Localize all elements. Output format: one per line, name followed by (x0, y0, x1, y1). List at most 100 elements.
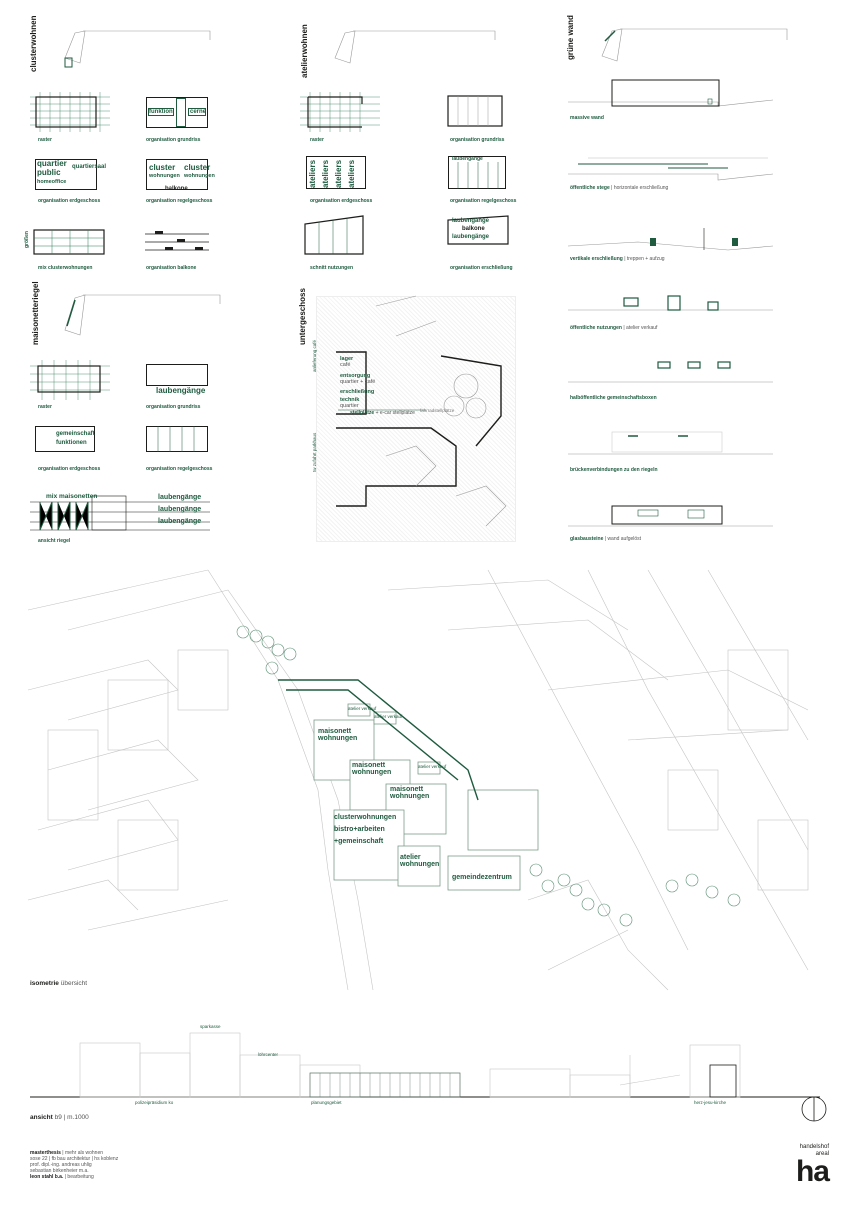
ansicht-label: ansicht b9 | m.1000 (30, 1114, 89, 1121)
atelier-keymap (334, 30, 496, 64)
iso-building-gemeindezentrum: gemeindezentrum (452, 874, 512, 881)
atelier-eg-text-4: ateliers (347, 159, 356, 188)
atelier-ersch-balkone: balkone (462, 226, 485, 232)
atelier-schnitt-diagram (304, 215, 364, 255)
cluster-label-balkone: organisation balkone (146, 265, 197, 271)
maisonette-ansicht-diagram (30, 495, 210, 531)
cluster-label-eg: organisation erdgeschoss (38, 198, 101, 204)
ansicht-tag-polizei: polizeipräsidium ko (135, 1100, 174, 1105)
atelier-eg-text-1: ateliers (308, 159, 317, 188)
cluster-wohnungen-text-b: wohnungen (184, 173, 215, 179)
cluster-cluster-text-a: cluster (149, 163, 176, 172)
ug-side-zufahrt: tw zufahrt parkhaus (312, 432, 317, 472)
iso-box-3: atelier verkauf (418, 764, 447, 769)
cluster-eg-box (35, 159, 97, 190)
wand-label-6: brückenverbindungen zu den riegeln (570, 467, 658, 473)
atelier-rg-cells (457, 162, 499, 189)
maisonette-label-ansicht: ansicht riegel (38, 538, 71, 544)
atelier-label-ersch: organisation erschließung (450, 265, 513, 271)
wand-keymap (601, 28, 788, 62)
atelier-label-raster: raster (310, 137, 324, 143)
cluster-cluster-text-b: cluster (184, 163, 211, 172)
cluster-mix-diagram (33, 229, 105, 255)
ug-item-erschliessung: erschließung (340, 389, 375, 395)
ansicht-tag-planungsgebiet: planungsgebiet (311, 1100, 342, 1105)
maisonette-rg-cells (157, 426, 195, 452)
ansicht-tag-loehrcenter: löhrcenter (258, 1052, 279, 1057)
atelier-label-schnitt: schnitt nutzungen (310, 265, 354, 271)
iso-building-cluster: clusterwohnungen (334, 814, 397, 821)
maisonette-ansicht-laubengang-2: laubengänge (158, 506, 202, 513)
brand-line-1: handelshof (799, 1144, 829, 1150)
footer-line-5: leon stahl b.a. | bearbeitung (30, 1174, 94, 1180)
atelier-label-eg: organisation erdgeschoss (310, 198, 373, 204)
maisonette-label-rg: organisation regelgeschoss (146, 466, 213, 472)
ug-item-stellplaetze: stellplätze + e-car stellplätze (350, 410, 415, 416)
ug-plan-drawing (336, 295, 507, 527)
wand-label-1: massive wand (570, 115, 604, 121)
cluster-balkone-text: balkone (165, 186, 188, 192)
footer-line-2: sose 22 | fb bau architektur | hs koblen… (30, 1156, 119, 1162)
cluster-cerne-text: cerne (190, 109, 207, 115)
atelier-eg-text-2: ateliers (321, 159, 330, 188)
cluster-homeoffice-text: homeoffice (37, 179, 67, 185)
ug-side-anlieferung: anlieferung café (312, 339, 317, 372)
ansicht-tag-sparkasse: sparkasse (200, 1024, 221, 1029)
cluster-cerne-box (188, 108, 206, 116)
cluster-quartier-text: quartier (37, 159, 67, 168)
iso-building-atelier: atelier wohnungen (400, 854, 440, 868)
wand-title: grüne wand (566, 15, 575, 60)
cluster-keymap (64, 30, 211, 68)
iso-building-maisonett-3: maisonett wohnungen (390, 786, 430, 800)
wand-label-3: vertikale erschließung | treppen + aufzu… (570, 256, 665, 262)
iso-building-bistro: bistro+arbeiten (334, 826, 385, 833)
atelier-rg-box (448, 156, 506, 189)
iso-drawing (27, 569, 809, 991)
atelier-raster-diagram (300, 92, 380, 132)
maisonette-eg-box (35, 426, 95, 452)
cluster-balkone-diagram (145, 231, 209, 251)
wand-sections (567, 79, 774, 527)
atelier-label-rg: organisation regelgeschoss (450, 198, 517, 204)
iso-building-gemeinschaft: +gemeinschaft (334, 838, 384, 845)
atelier-rg-laubengang: laubengänge (452, 156, 483, 162)
atelier-ersch-laubengang-1: laubengänge (452, 218, 490, 224)
cluster-title: clusterwohnen (29, 15, 38, 72)
cluster-raster-diagram (30, 92, 110, 132)
ug-side-fahrrad: fahrradstellplätze (420, 408, 455, 413)
wand-label-4: öffentliche nutzungen | atelier verkauf (570, 325, 658, 331)
ansicht-tag-kirche: herz-jesu-kirche (694, 1100, 727, 1105)
ug-title: untergeschoss (298, 288, 307, 345)
footer-line-4: sebastian birkenheier m.a. (30, 1168, 89, 1174)
atelier-eg-text-3: ateliers (334, 159, 343, 188)
cluster-label-rg: organisation regelgeschoss (146, 198, 213, 204)
footer-line-1: masterthesis | mehr als wohnen (30, 1150, 104, 1156)
maisonette-label-eg: organisation erdgeschoss (38, 466, 101, 472)
maisonette-eg-funktionen: funktionen (56, 440, 87, 446)
maisonette-title: maisonetteriegel (31, 281, 40, 345)
iso-box-1: atelier verkauf (348, 706, 377, 711)
atelier-erschliessung-diagram (447, 215, 509, 245)
footer-line-3: prof. dipl.-ing. andreas uhlig (30, 1162, 92, 1168)
ug-plan-frame (316, 296, 516, 542)
brand-logo: ha (795, 1155, 830, 1188)
iso-label: isometrie übersicht (30, 980, 88, 987)
atelier-grundriss-diagram (447, 95, 503, 127)
maisonette-mix-text: mix maisonetten (46, 493, 98, 500)
cluster-label-raster: raster (38, 137, 52, 143)
maisonette-grundriss-box (146, 364, 208, 386)
brand-line-2: areal (815, 1151, 829, 1157)
iso-building-maisonett-2: maisonett wohnungen (352, 762, 392, 776)
brand-block: handelshof areal ha (795, 1144, 830, 1188)
maisonette-raster-diagram (30, 360, 110, 400)
atelier-label-grundriss: organisation grundriss (450, 137, 505, 143)
cluster-label-mix: mix clusterwohnungen (38, 265, 93, 271)
ansicht-drawing (30, 1032, 827, 1122)
maisonette-rg-box (146, 426, 208, 452)
cluster-funktion-box (148, 108, 174, 116)
wand-label-5: halböffentliche gemeinschaftsboxen (570, 395, 657, 401)
maisonette-eg-gemeinschaft: gemeinschaft (56, 431, 95, 437)
cluster-groessen-text: größen (24, 231, 30, 248)
